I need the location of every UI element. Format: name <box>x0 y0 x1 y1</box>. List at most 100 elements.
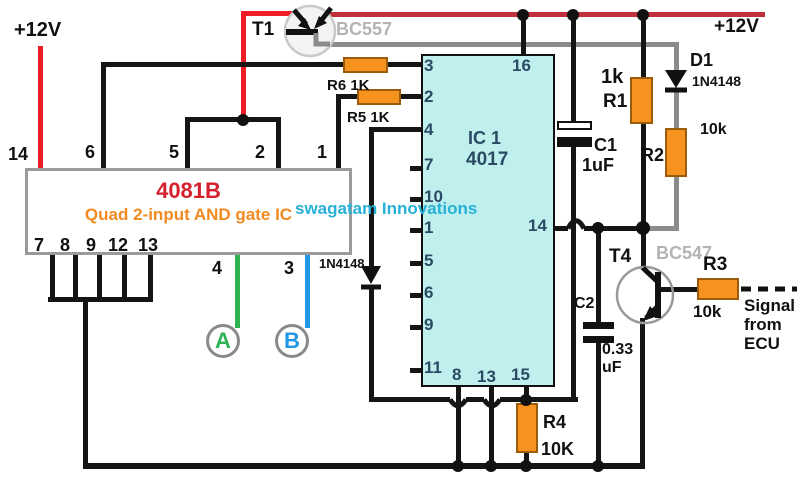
ic-4017-body <box>421 54 555 387</box>
ic4017-pin-14: 14 <box>528 216 547 235</box>
wire-pin7-stub <box>50 255 55 300</box>
capacitor-c2-ref: C2 <box>574 295 595 312</box>
wire-c2-bottom <box>596 342 601 468</box>
wire-red-to-t1 <box>241 11 292 16</box>
ic-4081b-title: 4081B <box>156 178 221 203</box>
terminal-b: B <box>275 324 309 358</box>
resistor-r1-value: 1k <box>601 66 624 88</box>
wire-r2-to-node <box>645 226 679 231</box>
diode-d1-part: 1N4148 <box>692 73 742 89</box>
wire-d1-to-r2 <box>674 90 679 128</box>
pin-label-9: 9 <box>86 235 97 255</box>
ic4017-pin-13: 13 <box>477 367 496 386</box>
wire-pin6-horizontal <box>101 62 348 67</box>
resistor-r3-value: 10k <box>693 302 722 321</box>
pin-label-7: 7 <box>34 235 45 255</box>
ic4017-pin-8: 8 <box>452 365 462 384</box>
wire-pin16-vertical <box>521 14 526 56</box>
pin-label-5: 5 <box>169 142 180 162</box>
capacitor-c1-value: 1uF <box>582 155 615 175</box>
resistor-r5-label: R5 1K <box>347 109 390 126</box>
wire-pin9-stub <box>97 255 102 300</box>
transistor-t4-symbol <box>615 265 675 325</box>
ic4017-pin-1: 1 <box>424 218 434 237</box>
resistor-r3 <box>697 278 739 300</box>
pin-label-2: 2 <box>255 142 266 162</box>
wire-diode-down <box>369 289 374 401</box>
wire-ground-rail <box>83 463 645 469</box>
wire-pin14-seg2 <box>584 226 644 231</box>
wire-pin1-vertical <box>336 94 341 168</box>
wire-r2-down <box>674 176 679 228</box>
diode-d1-symbol <box>665 70 687 93</box>
ic4017-pin-3: 3 <box>424 56 434 75</box>
wire-output-a-green <box>235 255 240 328</box>
ic4017-pin-6: 6 <box>424 283 434 302</box>
ic-4017-part: 4017 <box>466 149 509 170</box>
wire-pin5-stub <box>185 117 190 168</box>
ic4017-pin-7: 7 <box>424 155 434 174</box>
resistor-r2-ref: R2 <box>641 145 665 165</box>
tick-pin5 <box>410 261 421 266</box>
tick-pin10 <box>410 197 421 202</box>
ic-4081b-body <box>25 168 352 255</box>
wire-12v-left-vertical <box>38 46 43 168</box>
resistor-r6 <box>343 57 388 73</box>
wire-reset-seg2 <box>466 397 484 402</box>
ic4017-pin-15: 15 <box>511 365 530 384</box>
ecu-signal-line2: from <box>744 315 782 334</box>
pin-label-8: 8 <box>60 235 71 255</box>
ic4017-pin-11: 11 <box>424 358 442 377</box>
wire-t4-base <box>661 287 698 292</box>
capacitor-c2-unit: uF <box>602 359 622 376</box>
ecu-signal-label: Signal from ECU <box>744 296 795 353</box>
wire-red-to-gate-loop <box>241 12 246 122</box>
resistor-r4-value: 10K <box>541 439 575 459</box>
pin-label-3-output: 3 <box>284 258 295 278</box>
diode-d2-label: 1N4148 <box>319 256 365 271</box>
wire-pin4-to-diode <box>369 127 374 270</box>
wire-pin8-stub <box>456 387 461 468</box>
pin-label-6: 6 <box>85 142 96 162</box>
supply-label-left: +12V <box>14 19 62 41</box>
wire-r6-right <box>388 62 421 67</box>
wire-12v-rail-right <box>292 12 765 17</box>
ic-4081b-subtitle: Quad 2-input AND gate IC <box>84 205 293 224</box>
ic4017-pin-5: 5 <box>424 251 434 270</box>
resistor-r4 <box>516 403 538 453</box>
wire-c1-top <box>571 14 576 122</box>
capacitor-c1-top-plate <box>557 121 592 130</box>
pin-label-14: 14 <box>8 144 29 164</box>
ecu-signal-line3: ECU <box>744 334 780 353</box>
wire-4081-to-ground <box>83 297 88 468</box>
pin-label-4-output: 4 <box>212 258 223 278</box>
capacitor-c2-value: 0.33 <box>602 341 634 358</box>
resistor-r1-ref: R1 <box>603 91 628 112</box>
wire-pin6-vertical <box>101 62 106 168</box>
transistor-t1-part: BC557 <box>336 19 393 39</box>
wire-pin13-stub <box>489 387 494 468</box>
wire-t4-collector <box>641 230 646 270</box>
watermark: swagatam Innovations <box>295 199 478 218</box>
wire-t4-emitter <box>640 318 645 468</box>
wire-pin13b-stub <box>148 255 153 300</box>
capacitor-c2-top-plate <box>583 322 614 329</box>
tick-pin11 <box>410 368 421 373</box>
ecu-signal-line1: Signal <box>744 296 796 315</box>
capacitor-c1-bottom-plate <box>557 137 592 147</box>
wire-to-d1 <box>674 42 679 72</box>
wire-r1-top <box>641 14 646 78</box>
wire-reset-seg3 <box>500 397 578 402</box>
tick-pin6 <box>410 293 421 298</box>
tick-pin7 <box>410 166 421 171</box>
wire-r5-left <box>338 94 357 99</box>
wire-c1-bottom <box>571 147 576 400</box>
wire-pin12-stub <box>122 255 127 300</box>
transistor-t1-ref: T1 <box>252 19 275 40</box>
resistor-r2 <box>665 128 687 177</box>
resistor-r4-ref: R4 <box>543 412 567 432</box>
wire-output-b-blue <box>305 255 310 328</box>
ic4017-pin-4: 4 <box>424 120 434 139</box>
wire-pin15-stub <box>524 387 529 402</box>
ic4017-pin-10: 10 <box>424 187 443 206</box>
